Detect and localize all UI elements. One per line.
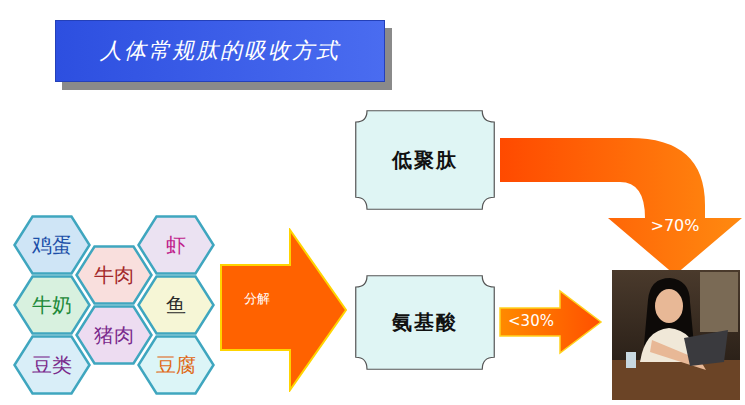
node-text: 氨基酸 (392, 309, 458, 336)
hexagon-shape (15, 217, 90, 274)
photo-window (700, 272, 738, 332)
product-box: 氨基酸 (355, 275, 495, 370)
food-hexagon: 鸡蛋 (13, 215, 91, 275)
node-text: 豆腐 (156, 352, 196, 379)
hexagon-shape (139, 217, 214, 274)
curved-arrow (500, 138, 742, 275)
food-hexagon: 豆类 (13, 335, 91, 395)
node-text: 虾 (166, 232, 186, 259)
title-text: 人体常规肽的吸收方式 (100, 36, 340, 66)
food-hexagon: 鱼 (137, 275, 215, 335)
photo-laptop (684, 330, 728, 366)
arrow-outline (220, 228, 348, 392)
photo-face (655, 289, 683, 323)
node-text: 低聚肽 (392, 147, 458, 174)
hexagon-shape (139, 337, 214, 394)
box-shape (356, 111, 495, 210)
node-text: 分解 (224, 290, 290, 308)
decompose-arrow: 分解 (220, 228, 348, 392)
product-box: 低聚肽 (355, 110, 495, 210)
food-hexagon: 牛奶 (13, 275, 91, 335)
person-photo (612, 270, 740, 400)
title-banner: 人体常规肽的吸收方式 (55, 20, 385, 82)
photo-cup (626, 352, 636, 368)
percent-label: >70% (636, 216, 714, 235)
arrow-shape (221, 230, 346, 390)
node-text: 豆类 (32, 352, 72, 379)
node-text: 猪肉 (94, 322, 134, 349)
small-arrow (500, 291, 601, 353)
hexagon-shape (15, 277, 90, 334)
food-hexagon: 牛肉 (75, 245, 153, 305)
node-text: 鱼 (166, 292, 186, 319)
node-text: 鸡蛋 (32, 232, 72, 259)
food-hexagon: 豆腐 (137, 335, 215, 395)
percent-label: <30% (502, 312, 560, 330)
hexagon-shape (139, 277, 214, 334)
hexagon-shape (15, 337, 90, 394)
box-shape (356, 276, 495, 370)
food-hexagon: 猪肉 (75, 305, 153, 365)
photo-ground (612, 270, 740, 400)
food-hexagon: 虾 (137, 215, 215, 275)
node-text: 牛肉 (94, 262, 134, 289)
node-text: 牛奶 (32, 292, 72, 319)
hexagon-shape (77, 247, 152, 304)
hexagon-shape (77, 307, 152, 364)
